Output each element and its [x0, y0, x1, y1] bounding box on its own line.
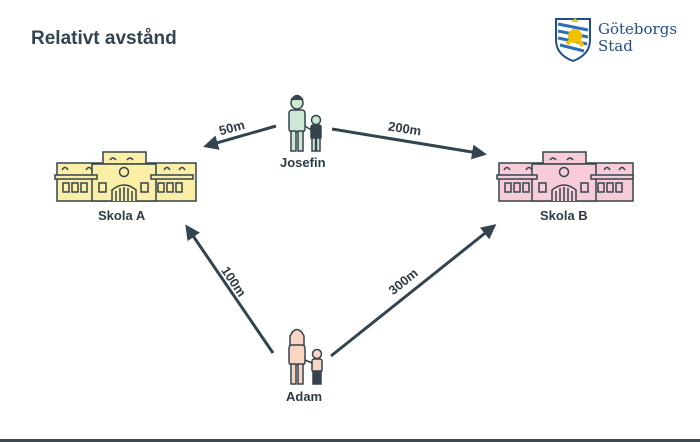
distance-adam-school-b: 300m: [386, 265, 421, 298]
school-a-label: Skola A: [98, 208, 146, 223]
distance-josefin-school-a: 50m: [217, 117, 246, 138]
school-b-label: Skola B: [540, 208, 588, 223]
logo-line-1: Göteborgs: [598, 20, 678, 38]
arrow-adam-to-school-a: [185, 224, 275, 354]
crest-icon: [555, 18, 591, 63]
arrow-adam-to-school-b: [330, 224, 497, 358]
distance-josefin-school-b: 200m: [387, 119, 422, 139]
school-a-building: [54, 151, 197, 202]
josefin-figure: [288, 94, 322, 152]
logo-wordmark: Göteborgs Stad: [598, 21, 677, 55]
logo-line-2: Stad: [598, 37, 633, 55]
adam-label: Adam: [286, 389, 323, 404]
goteborgs-stad-logo: Göteborgs Stad: [553, 16, 683, 63]
school-b-building: [496, 151, 634, 202]
bottom-bar: [0, 439, 700, 442]
josefin-label: Josefin: [280, 155, 326, 170]
page-title: Relativt avstånd: [31, 28, 177, 49]
adam-figure: [288, 328, 323, 385]
arrow-josefin-to-school-b: [331, 127, 487, 160]
arrow-josefin-to-school-a: [203, 124, 277, 150]
